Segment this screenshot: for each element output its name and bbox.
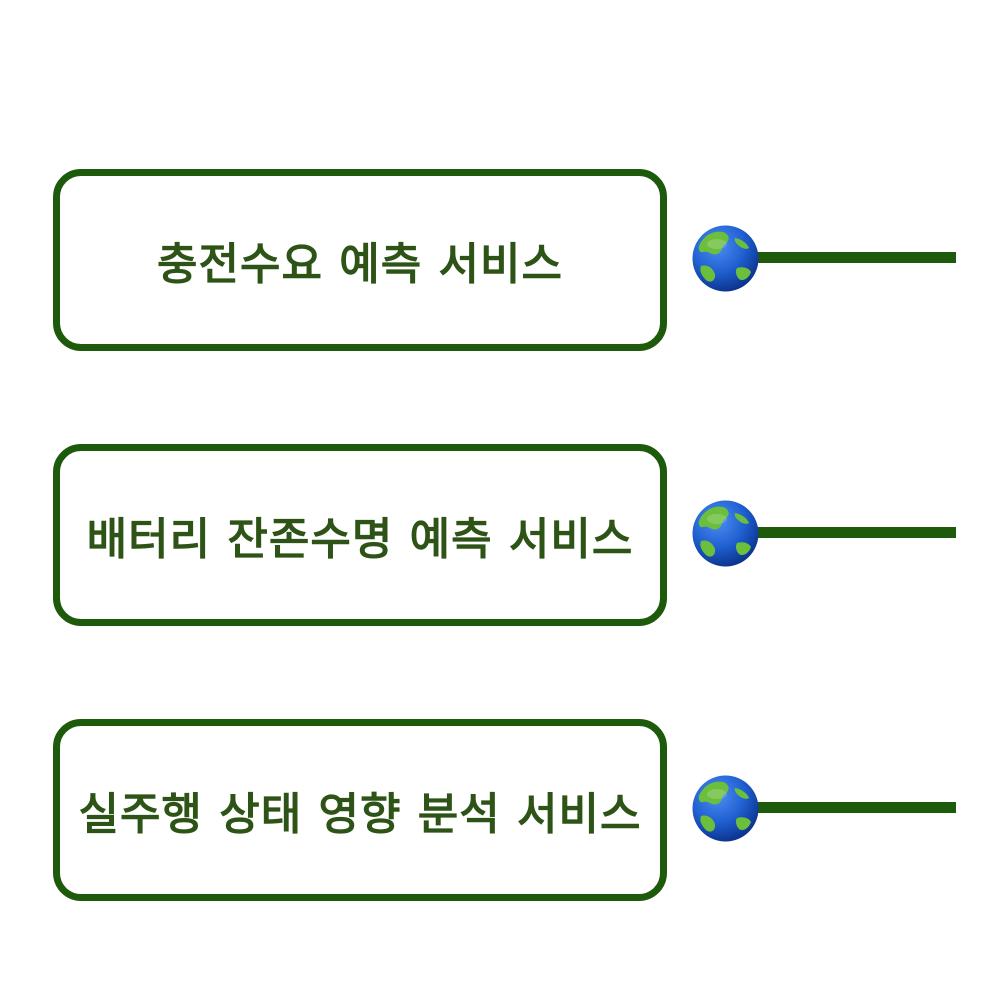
globe-icon [691,774,760,843]
service-row-battery-life: 배터리 잔존수명 예측 서비스 [0,444,1000,626]
connector-line [740,527,956,538]
service-box: 실주행 상태 영향 분석 서비스 [53,719,667,901]
service-box: 충전수요 예측 서비스 [53,169,667,351]
service-row-charging-demand: 충전수요 예측 서비스 [0,169,1000,351]
connector-line [740,802,956,813]
service-label: 충전수요 예측 서비스 [157,239,563,290]
globe-icon [691,224,760,293]
globe-icon [691,499,760,568]
service-label: 배터리 잔존수명 예측 서비스 [86,514,634,565]
service-label: 실주행 상태 영향 분석 서비스 [78,789,642,840]
connector-line [740,252,956,263]
service-row-driving-analysis: 실주행 상태 영향 분석 서비스 [0,719,1000,901]
service-box: 배터리 잔존수명 예측 서비스 [53,444,667,626]
